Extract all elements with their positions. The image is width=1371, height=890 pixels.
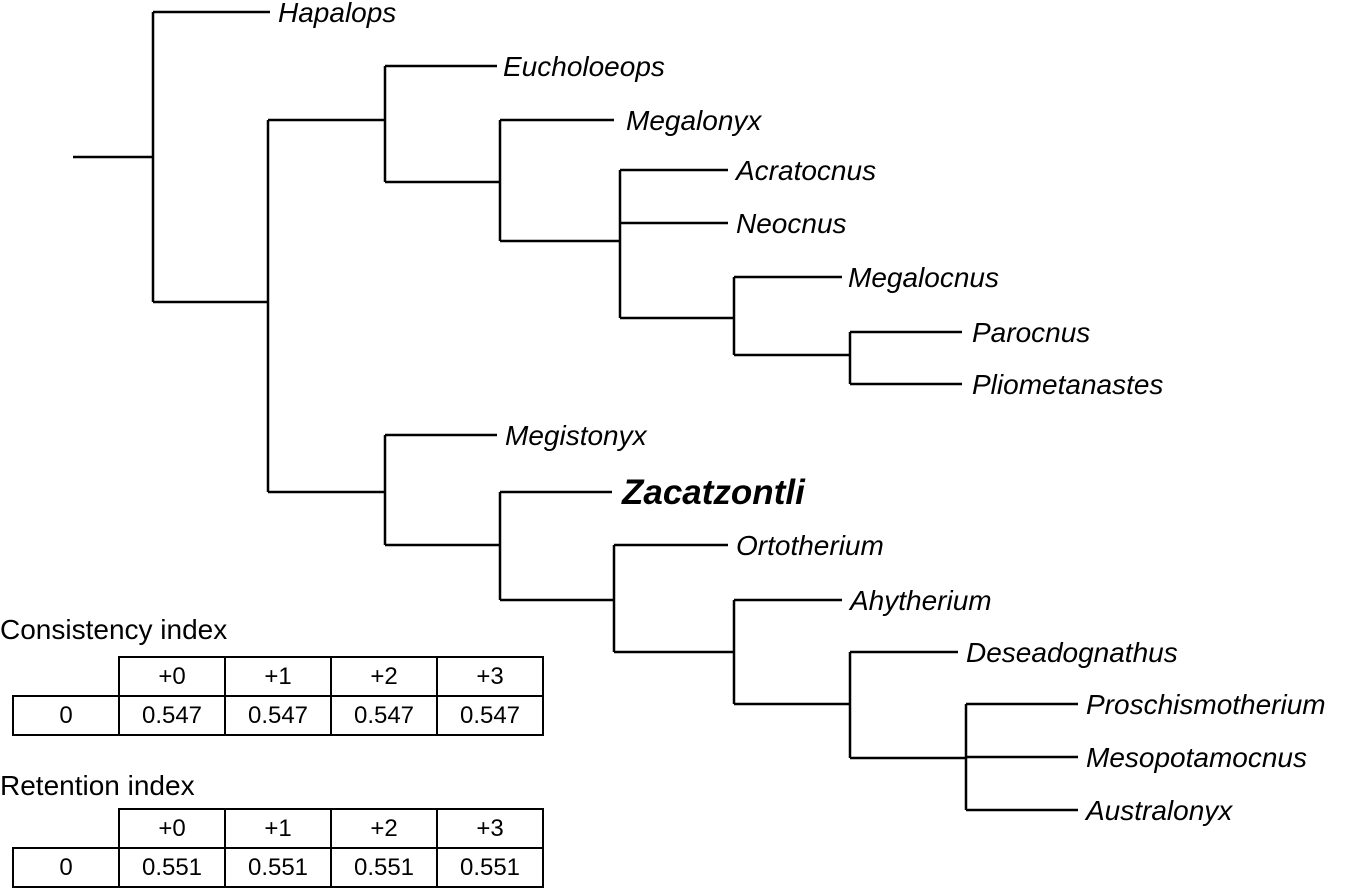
consistency-index-table: +0 +1 +2 +3 0 0.547 0.547 0.547 0.547 bbox=[12, 656, 544, 736]
taxon-label: Neocnus bbox=[736, 208, 847, 239]
value-cell: 0.547 bbox=[224, 695, 332, 736]
header-cell: +2 bbox=[330, 808, 438, 849]
header-cell: +3 bbox=[436, 808, 544, 849]
header-cell: +1 bbox=[224, 808, 332, 849]
value-cell: 0.547 bbox=[330, 695, 438, 736]
taxon-label: Deseadognathus bbox=[966, 637, 1178, 668]
taxon-label: Megalocnus bbox=[848, 262, 999, 293]
taxon-label: Australonyx bbox=[1084, 795, 1233, 826]
taxon-label: Parocnus bbox=[972, 317, 1090, 348]
taxon-label: Acratocnus bbox=[734, 155, 876, 186]
value-cell: 0.551 bbox=[118, 847, 226, 888]
consistency-index-title: Consistency index bbox=[0, 614, 228, 645]
row-label: 0 bbox=[12, 847, 120, 888]
value-cell: 0.547 bbox=[118, 695, 226, 736]
taxon-label: Megalonyx bbox=[626, 105, 762, 136]
retention-index-title: Retention index bbox=[0, 770, 195, 801]
header-cell: +1 bbox=[224, 656, 332, 697]
value-cell: 0.551 bbox=[436, 847, 544, 888]
taxon-label: Ahytherium bbox=[848, 585, 992, 616]
taxon-label: Proschismotherium bbox=[1086, 689, 1326, 720]
taxon-label: Hapalops bbox=[278, 0, 396, 28]
taxon-label: Mesopotamocnus bbox=[1086, 742, 1307, 773]
header-cell: +3 bbox=[436, 656, 544, 697]
header-cell: +0 bbox=[118, 656, 226, 697]
taxon-label: Ortotherium bbox=[736, 530, 884, 561]
taxon-label: Pliometanastes bbox=[972, 369, 1163, 400]
row-label: 0 bbox=[12, 695, 120, 736]
retention-index-table: +0 +1 +2 +3 0 0.551 0.551 0.551 0.551 bbox=[12, 808, 544, 888]
value-cell: 0.547 bbox=[436, 695, 544, 736]
value-cell: 0.551 bbox=[330, 847, 438, 888]
header-cell: +0 bbox=[118, 808, 226, 849]
taxon-label: Eucholoeops bbox=[503, 51, 665, 82]
taxon-label: Megistonyx bbox=[505, 420, 648, 451]
value-cell: 0.551 bbox=[224, 847, 332, 888]
header-cell: +2 bbox=[330, 656, 438, 697]
taxon-label: Zacatzontli bbox=[621, 473, 806, 512]
